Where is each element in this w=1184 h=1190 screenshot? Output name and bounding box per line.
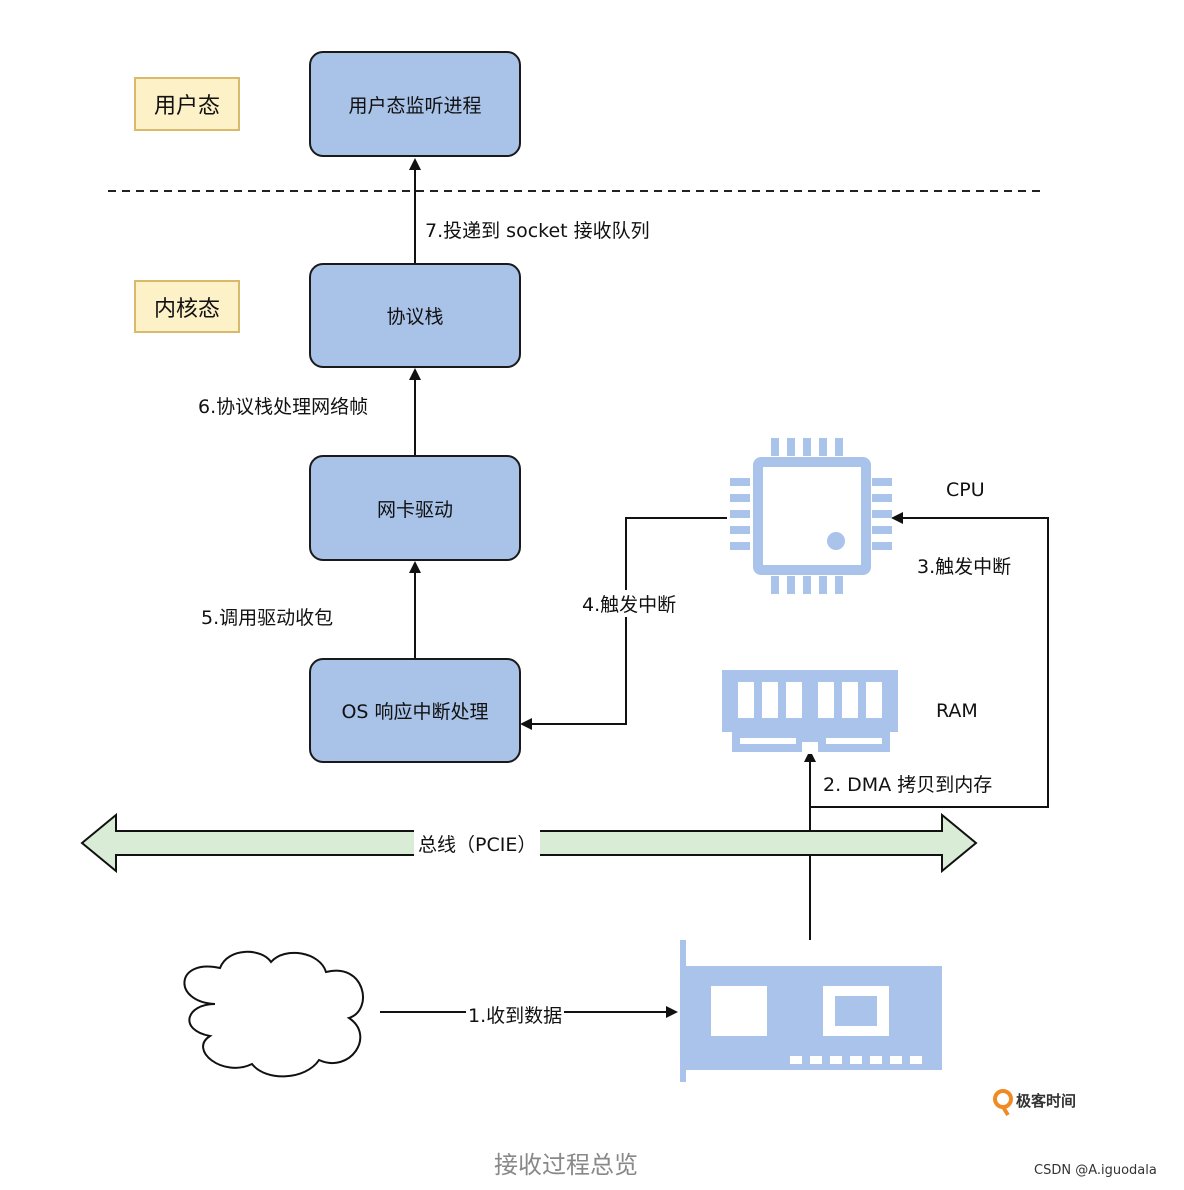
brand-mark: 极客时间	[1016, 1092, 1077, 1110]
protocol-stack-box: 协议栈	[309, 263, 521, 368]
csdn-credit: CSDN @A.iguodala	[1034, 1163, 1157, 1178]
arrow-nic-to-cpu	[810, 512, 1049, 808]
nic-driver-box: 网卡驱动	[309, 455, 521, 561]
step-6-label: 6.协议栈处理网络帧	[198, 396, 369, 418]
level-tag-kernel: 内核态	[134, 280, 240, 333]
step-7-label: 7.投递到 socket 接收队列	[425, 220, 650, 242]
brand-logo-icon	[993, 1089, 1013, 1117]
cpu-label: CPU	[946, 479, 985, 501]
ram-module-icon	[722, 670, 898, 754]
level-tag-user: 用户态	[134, 77, 240, 131]
figure-caption: 接收过程总览	[494, 1151, 638, 1179]
arrow-cpu-to-os	[520, 517, 727, 730]
os-interrupt-box: OS 响应中断处理	[309, 658, 521, 763]
step-2-label: 2. DMA 拷贝到内存	[823, 774, 993, 796]
cpu-chip-icon	[730, 438, 892, 594]
pcie-bus-label: 总线（PCIE）	[414, 830, 541, 857]
step-3-label: 3.触发中断	[917, 556, 1012, 578]
network-card-icon	[680, 940, 942, 1082]
step-4-label: 4.触发中断	[580, 590, 679, 617]
cloud-icon	[183, 950, 364, 1078]
ram-label: RAM	[936, 700, 978, 722]
step-1-label: 1.收到数据	[466, 1001, 565, 1028]
step-5-label: 5.调用驱动收包	[201, 607, 334, 629]
user-listener-box: 用户态监听进程	[309, 51, 521, 157]
